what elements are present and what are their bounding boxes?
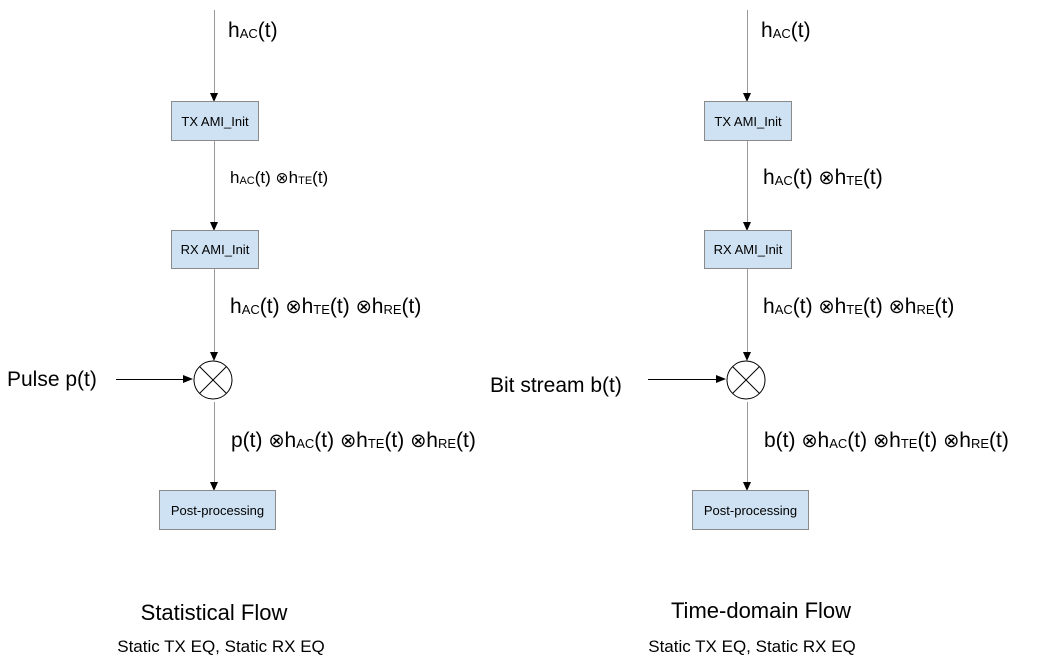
arrow-head	[210, 93, 218, 102]
arrow-head	[210, 352, 218, 361]
statistical-flow-subtitle: Static TX EQ, Static RX EQ	[117, 637, 325, 656]
rx-ami-init-block: RX AMI_Init	[704, 230, 792, 269]
flow-line	[747, 141, 748, 229]
arrow-head	[743, 482, 751, 491]
tx-ami-init-block: TX AMI_Init	[704, 101, 792, 141]
signal-label-4: p(t) ⊗hAC(t) ⊗hTE(t) ⊗hRE(t)	[231, 429, 476, 452]
signal-label-1: hAC(t)	[761, 19, 811, 42]
arrow-head	[743, 352, 751, 361]
bit-stream-input-label: Bit stream b(t)	[490, 374, 622, 397]
signal-label-3: hAC(t) ⊗hTE(t) ⊗hRE(t)	[230, 295, 422, 318]
flow-line	[214, 402, 215, 489]
multiplier-icon	[193, 360, 233, 400]
time-domain-flow-subtitle: Static TX EQ, Static RX EQ	[648, 637, 856, 656]
arrow-head	[210, 482, 218, 491]
signal-label-4: b(t) ⊗hAC(t) ⊗hTE(t) ⊗hRE(t)	[764, 429, 1009, 452]
rx-ami-init-block: RX AMI_Init	[171, 230, 259, 269]
arrow-head	[743, 93, 751, 102]
arrow-head	[743, 222, 751, 231]
time-domain-flow-title: Time-domain Flow	[670, 598, 852, 623]
flow-line	[214, 10, 215, 100]
flow-line	[747, 269, 748, 359]
arrow-head	[183, 375, 193, 383]
flow-line	[747, 402, 748, 489]
tx-ami-init-block: TX AMI_Init	[171, 101, 259, 141]
input-line	[116, 379, 183, 380]
signal-label-3: hAC(t) ⊗hTE(t) ⊗hRE(t)	[763, 295, 955, 318]
arrow-head	[210, 222, 218, 231]
statistical-flow-title: Statistical Flow	[140, 600, 288, 625]
post-processing-block: Post-processing	[692, 490, 809, 530]
flow-line	[214, 269, 215, 359]
flow-line	[214, 141, 215, 229]
post-processing-block: Post-processing	[159, 490, 276, 530]
signal-label-2: hAC(t) ⊗hTE(t)	[763, 166, 883, 189]
pulse-input-label: Pulse p(t)	[7, 368, 97, 391]
signal-label-1: hAC(t)	[228, 19, 278, 42]
input-line	[648, 379, 716, 380]
arrow-head	[716, 375, 726, 383]
signal-label-2: hAC(t) ⊗hTE(t)	[230, 168, 329, 187]
multiplier-icon	[726, 360, 766, 400]
flow-line	[747, 10, 748, 100]
